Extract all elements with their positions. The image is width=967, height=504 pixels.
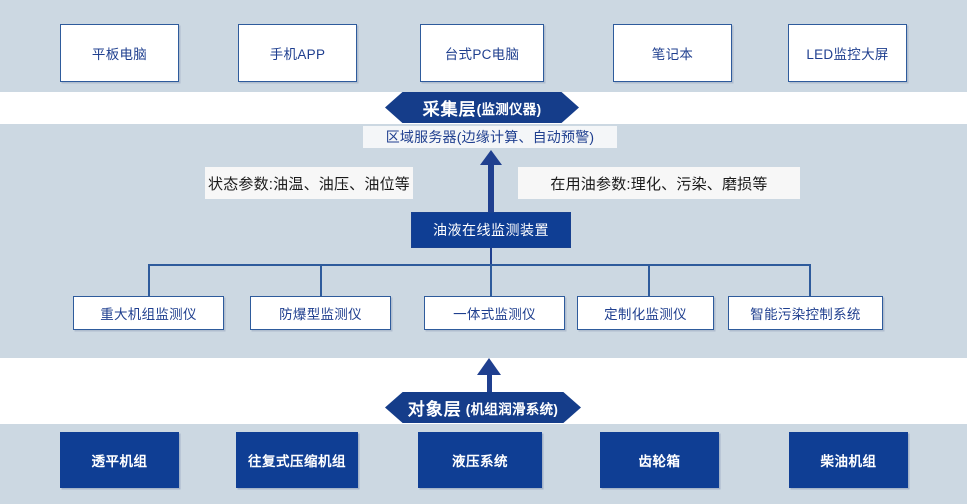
monitor-box-integrated[interactable]: 一体式监测仪 (424, 296, 565, 330)
param-box-inservice-oil: 在用油参数:理化、污染、磨损等 (518, 167, 800, 199)
bottom-box-diesel-unit[interactable]: 柴油机组 (789, 432, 908, 488)
bottom-box-reciprocating-compressor[interactable]: 往复式压缩机组 (236, 432, 358, 488)
arrow-shaft-device-to-server (488, 163, 494, 212)
monitor-box-integrated-label: 一体式监测仪 (453, 307, 536, 322)
top-box-led-screen-label: LED监控大屏 (806, 47, 889, 62)
connector-device-stem (490, 248, 492, 265)
monitor-box-explosion-proof[interactable]: 防爆型监测仪 (250, 296, 391, 330)
monitor-box-customized-label: 定制化监测仪 (604, 307, 687, 322)
top-box-laptop[interactable]: 笔记本 (613, 24, 732, 82)
connector-drop-monitor-4 (648, 264, 650, 296)
bottom-box-turbine-unit-label: 透平机组 (91, 454, 148, 469)
param-box-state: 状态参数:油温、油压、油位等 (205, 167, 413, 199)
regional-server-text: 区域服务器(边缘计算、自动预警) (385, 129, 595, 145)
oil-online-monitoring-device[interactable]: 油液在线监测装置 (411, 212, 571, 248)
top-box-tablet[interactable]: 平板电脑 (60, 24, 179, 82)
connector-drop-monitor-5 (809, 264, 811, 296)
connector-monitor-bus (148, 264, 810, 266)
top-box-laptop-label: 笔记本 (651, 47, 694, 62)
monitor-box-customized[interactable]: 定制化监测仪 (577, 296, 714, 330)
oil-online-monitoring-device-label: 油液在线监测装置 (433, 222, 549, 238)
connector-drop-monitor-1 (148, 264, 150, 296)
connector-drop-monitor-3 (490, 264, 492, 296)
arrow-shaft-object-to-middle (487, 374, 492, 398)
badge-object-layer: 对象层(机组润滑系统) (385, 392, 581, 423)
monitor-box-major-unit-label: 重大机组监测仪 (100, 307, 197, 322)
arrow-head-object-to-middle (477, 358, 501, 375)
bottom-box-hydraulic-system-label: 液压系统 (452, 454, 508, 469)
param-box-state-label: 状态参数:油温、油压、油位等 (208, 175, 410, 193)
connector-drop-monitor-2 (320, 264, 322, 296)
badge-collection-sub: (监测仪器) (476, 101, 542, 117)
monitor-box-major-unit[interactable]: 重大机组监测仪 (73, 296, 224, 330)
bottom-box-hydraulic-system[interactable]: 液压系统 (418, 432, 542, 488)
bottom-box-reciprocating-compressor-label: 往复式压缩机组 (248, 454, 346, 469)
badge-object-main: 对象层 (407, 400, 462, 419)
monitor-box-smart-contamination-label: 智能污染控制系统 (750, 307, 861, 322)
top-box-desktop-pc[interactable]: 台式PC电脑 (420, 24, 544, 82)
bottom-box-diesel-unit-label: 柴油机组 (820, 454, 877, 469)
monitor-box-explosion-proof-label: 防爆型监测仪 (279, 307, 362, 322)
arrow-head-device-to-server (480, 150, 502, 165)
monitor-box-smart-contamination[interactable]: 智能污染控制系统 (728, 296, 883, 330)
top-box-mobile-app-label: 手机APP (269, 47, 326, 62)
param-box-inservice-oil-label: 在用油参数:理化、污染、磨损等 (550, 175, 768, 193)
badge-object-sub: (机组润滑系统) (465, 401, 559, 417)
badge-collection-layer: 采集层(监测仪器) (385, 92, 579, 123)
top-box-mobile-app[interactable]: 手机APP (238, 24, 357, 82)
bottom-box-gearbox[interactable]: 齿轮箱 (600, 432, 719, 488)
bottom-box-turbine-unit[interactable]: 透平机组 (60, 432, 179, 488)
badge-collection-main: 采集层 (422, 100, 477, 119)
top-box-tablet-label: 平板电脑 (91, 47, 148, 62)
bottom-box-gearbox-label: 齿轮箱 (638, 454, 681, 469)
regional-server-label: 区域服务器(边缘计算、自动预警) (363, 126, 617, 148)
top-box-desktop-pc-label: 台式PC电脑 (444, 47, 520, 62)
top-box-led-screen[interactable]: LED监控大屏 (788, 24, 907, 82)
